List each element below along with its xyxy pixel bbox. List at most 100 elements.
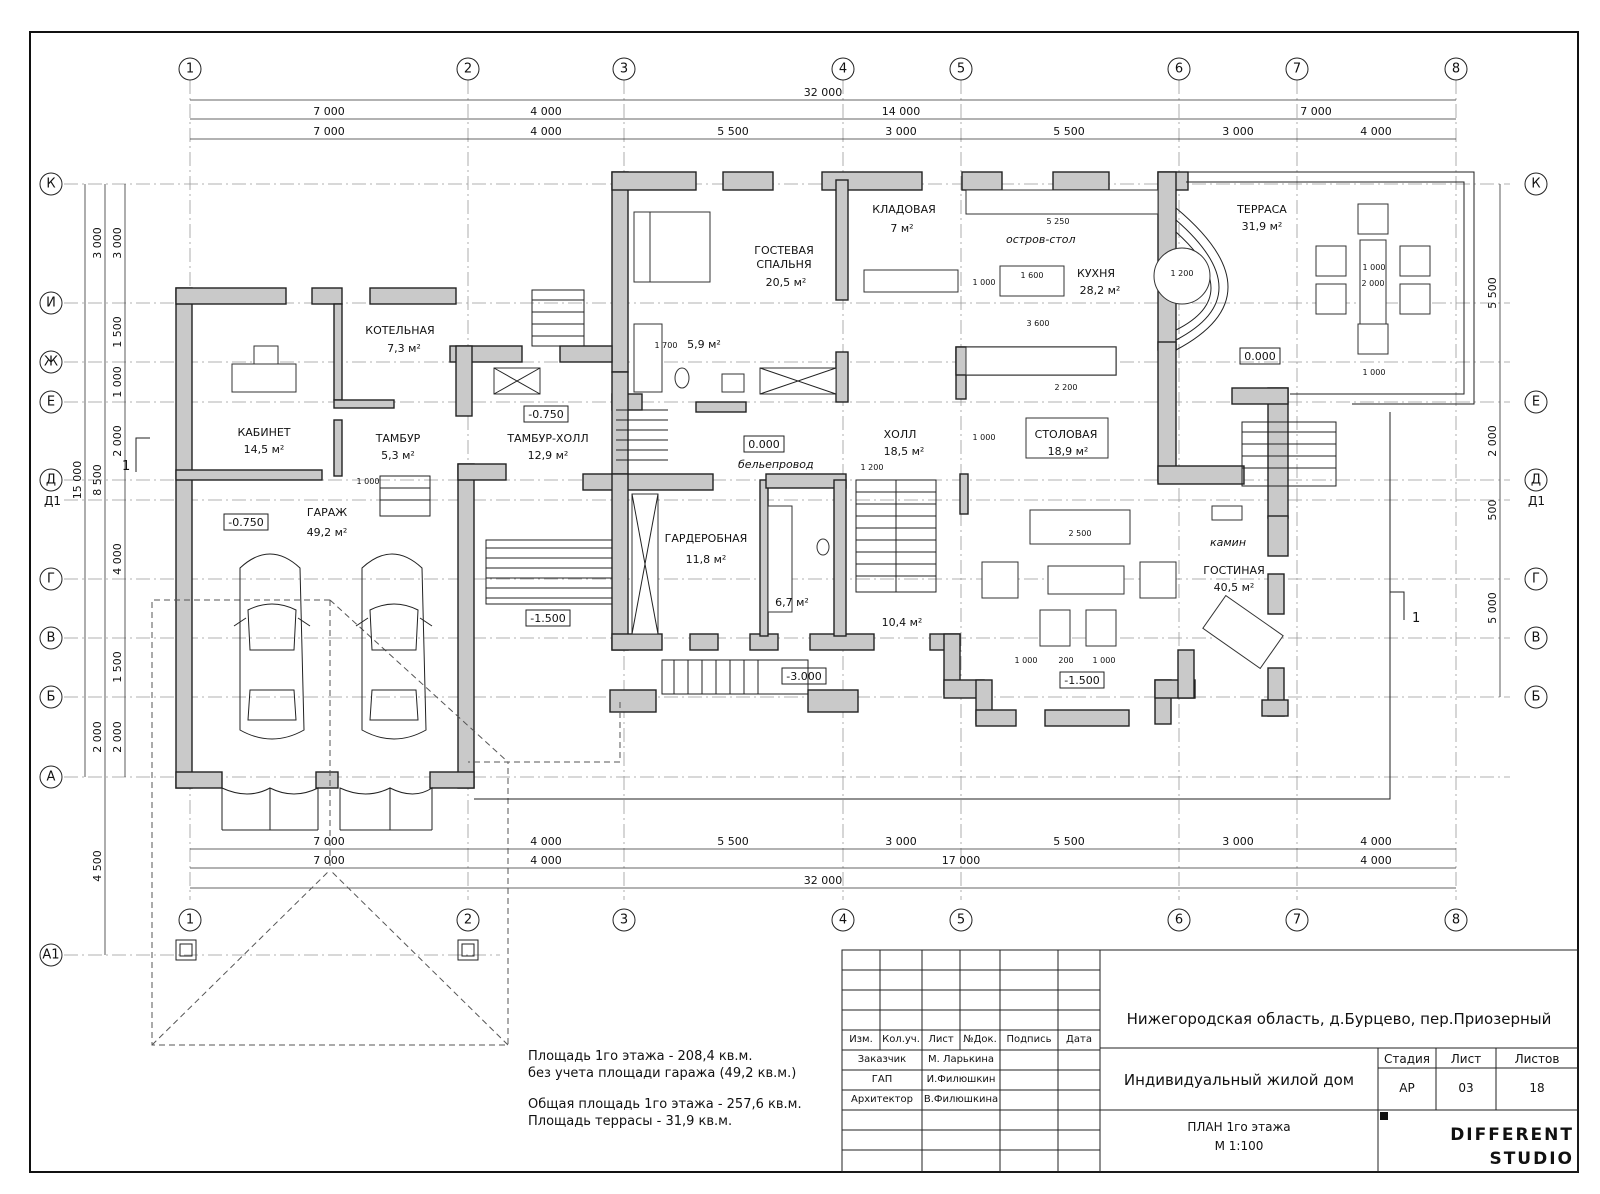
room-name: ТАМБУР <box>375 432 421 445</box>
furniture-dim: 1 000 <box>1015 656 1038 665</box>
top-axis-bubbles: 1 2 3 4 5 6 7 8 <box>178 57 1468 81</box>
note-line: Общая площадь 1го этажа - 257,6 кв.м. <box>528 1097 802 1112</box>
dim-text: 2 000 <box>1486 425 1499 457</box>
axis-label: Б <box>47 690 56 705</box>
dim-text: 15 000 <box>71 461 84 500</box>
fireplace-label: камин <box>1210 536 1246 549</box>
dim-text: 7 000 <box>313 835 345 848</box>
stamp-header: Изм. <box>849 1034 873 1045</box>
room-name: ГАРАЖ <box>307 506 347 519</box>
stamp-role: ГАП <box>872 1074 892 1085</box>
dim-text: 3 000 <box>1222 835 1254 848</box>
axis-label: Д <box>46 473 56 488</box>
room-name: СПАЛЬНЯ <box>756 258 811 271</box>
bottom-axis-bubbles: 1 2 3 4 5 6 7 8 <box>178 908 1468 932</box>
dim-text: 5 500 <box>1486 277 1499 309</box>
note-line: Площадь 1го этажа - 208,4 кв.м. <box>528 1049 752 1064</box>
room-area: 14,5 м² <box>244 443 285 456</box>
column <box>461 943 475 957</box>
section-marks: 1 1 <box>122 437 1420 626</box>
level-mark: -1.500 <box>530 612 565 625</box>
room-area: 7 м² <box>890 222 913 235</box>
axis-label: В <box>47 631 56 646</box>
stamp-sheet-title: ПЛАН 1го этажа <box>1187 1120 1290 1134</box>
stamp-stage-header: Лист <box>1451 1052 1481 1066</box>
level-mark: -1.500 <box>1064 674 1099 687</box>
dim-text: 2 000 <box>111 425 124 457</box>
dim-text: 1 000 <box>111 366 124 398</box>
bottom-dimensions: 7 000 4 000 5 500 3 000 5 500 3 000 4 00… <box>190 835 1456 889</box>
axis-label: 3 <box>620 913 628 928</box>
room-name: ГОСТЕВАЯ <box>754 244 813 257</box>
dim-text: 4 000 <box>111 543 124 575</box>
furniture-dim: 1 000 <box>1363 368 1386 377</box>
right-axis-bubbles: К Е Д Д1 Г В Б <box>1524 172 1548 709</box>
furniture-dim: 1 000 <box>1363 263 1386 272</box>
axis-label: 6 <box>1175 62 1183 77</box>
room-name: ГОСТИНАЯ <box>1203 564 1264 577</box>
furniture-dim: 3 600 <box>1027 319 1050 328</box>
furniture-dim: 200 <box>1058 656 1073 665</box>
section-label: 1 <box>1412 611 1420 626</box>
top-dimensions: 32 000 7 000 4 000 14 000 7 000 7 000 4 … <box>190 86 1456 140</box>
axis-label: К <box>1531 177 1540 192</box>
axis-label: Г <box>1532 572 1540 587</box>
dim-text: 4 000 <box>530 105 562 118</box>
stamp-stage-value: 03 <box>1458 1081 1473 1095</box>
room-name: КЛАДОВАЯ <box>872 203 936 216</box>
dim-text: 2 000 <box>91 721 104 753</box>
axis-label: Д1 <box>44 494 61 508</box>
furniture-dim: 2 500 <box>1069 529 1092 538</box>
axis-label: Е <box>47 395 55 410</box>
axis-label: И <box>46 296 56 311</box>
car-icon <box>233 553 311 740</box>
dim-text: 3 000 <box>111 227 124 259</box>
axis-label: 4 <box>839 913 847 928</box>
area-notes: Площадь 1го этажа - 208,4 кв.м. без учет… <box>528 1049 802 1129</box>
stamp-scale: М 1:100 <box>1215 1139 1264 1153</box>
stamp-header: Подпись <box>1007 1034 1052 1045</box>
room-area: 12,9 м² <box>528 449 569 462</box>
furniture <box>231 189 1431 670</box>
axis-label: 6 <box>1175 913 1183 928</box>
note-line: Площадь террасы - 31,9 кв.м. <box>528 1114 732 1129</box>
dim-text: 7 000 <box>313 125 345 138</box>
room-name: КОТЕЛЬНАЯ <box>365 324 434 337</box>
axis-label: 4 <box>839 62 847 77</box>
axis-label: 5 <box>957 913 965 928</box>
room-area: 20,5 м² <box>766 276 807 289</box>
furniture-dim: 1 700 <box>655 341 678 350</box>
stamp-person: В.Филюшкина <box>924 1094 998 1105</box>
dim-text: 3 000 <box>1222 125 1254 138</box>
furniture-dim: 1 000 <box>357 477 380 486</box>
dim-text: 5 500 <box>717 835 749 848</box>
room-labels: КЛАДОВАЯ 7 м² ГОСТЕВАЯ СПАЛЬНЯ 20,5 м² К… <box>237 203 1287 629</box>
dim-text: 3 000 <box>91 227 104 259</box>
furniture-dim: 1 000 <box>973 278 996 287</box>
stamp-person: М. Ларькина <box>928 1054 994 1065</box>
dim-text: 5 500 <box>1053 835 1085 848</box>
dim-text: 32 000 <box>804 874 843 887</box>
furniture-dim: 1 000 <box>1093 656 1116 665</box>
room-area: 18,9 м² <box>1048 445 1089 458</box>
furniture-dim: 1 600 <box>1021 271 1044 280</box>
stamp-header: Лист <box>928 1034 954 1045</box>
column <box>179 943 193 957</box>
level-mark: 0.000 <box>748 438 780 451</box>
terrace-outline <box>1175 171 1475 405</box>
stamp-address: Нижегородская область, д.Бурцево, пер.Пр… <box>1127 1010 1552 1028</box>
dim-text: 3 000 <box>885 835 917 848</box>
stamp-role: Архитектор <box>851 1094 913 1105</box>
room-area: 11,8 м² <box>686 553 727 566</box>
column <box>457 939 479 961</box>
axis-label: Д1 <box>1528 494 1545 508</box>
room-area: 7,3 м² <box>387 342 421 355</box>
dim-text: 14 000 <box>882 105 921 118</box>
room-name: ТАМБУР-ХОЛЛ <box>506 432 588 445</box>
room-area: 49,2 м² <box>307 526 348 539</box>
dim-text: 4 000 <box>530 125 562 138</box>
stairs <box>379 289 1337 695</box>
furniture-dim: 1 000 <box>973 433 996 442</box>
room-name: ТЕРРАСА <box>1236 203 1287 216</box>
stamp-person: И.Филюшкин <box>927 1074 996 1085</box>
